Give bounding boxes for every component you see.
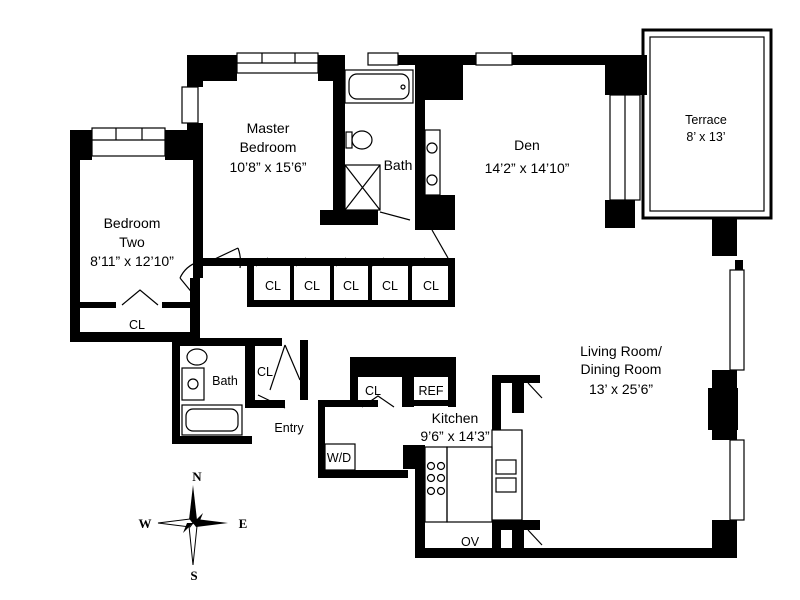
- closet-5: CL: [423, 279, 439, 293]
- washer-dryer-label: W/D: [327, 451, 351, 465]
- second-bath-label: Bath: [212, 374, 238, 388]
- compass-rose: N S E W: [139, 469, 248, 583]
- kitchen-size: 9’6” x 14’3”: [420, 428, 490, 444]
- master-bedroom-name-1: Master: [247, 120, 290, 136]
- den-name: Den: [514, 137, 540, 153]
- oven-label: OV: [461, 535, 480, 549]
- room-labels: Master Bedroom 10’8” x 15’6” Bedroom Two…: [90, 80, 727, 549]
- master-bath-label: Bath: [384, 157, 413, 173]
- fixtures: [181, 69, 523, 523]
- master-bedroom-name-2: Bedroom: [240, 139, 297, 155]
- terrace-size: 8’ x 13’: [686, 130, 725, 144]
- interior-walls: [78, 65, 540, 558]
- compass-n: N: [192, 469, 202, 484]
- closet-kitchen: CL: [365, 384, 381, 398]
- closet-den: CL: [429, 80, 445, 94]
- closet-4: CL: [382, 279, 398, 293]
- living-room-size: 13’ x 25’6”: [589, 381, 653, 397]
- exterior-walls: [70, 28, 773, 558]
- compass-s: S: [190, 568, 197, 583]
- closet-bedroom-two: CL: [129, 318, 145, 332]
- entry-label: Entry: [274, 421, 304, 435]
- closet-entry: CL: [257, 365, 273, 379]
- compass-w: W: [139, 516, 152, 531]
- closet-2: CL: [304, 279, 320, 293]
- ref-label: REF: [419, 384, 444, 398]
- bedroom-two-name-1: Bedroom: [104, 215, 161, 231]
- kitchen-name: Kitchen: [432, 410, 479, 426]
- closet-3: CL: [343, 279, 359, 293]
- bedroom-two-name-2: Two: [119, 234, 145, 250]
- windows: [91, 52, 745, 521]
- living-room-name-1: Living Room/: [580, 343, 662, 359]
- closet-1: CL: [265, 279, 281, 293]
- compass-e: E: [239, 516, 248, 531]
- bedroom-two-size: 8’11” x 12’10”: [90, 253, 174, 269]
- den-size: 14’2” x 14’10”: [485, 160, 570, 176]
- doors: [121, 69, 543, 546]
- living-room-name-2: Dining Room: [581, 361, 662, 377]
- master-bedroom-size: 10’8” x 15’6”: [229, 159, 306, 175]
- terrace-name: Terrace: [685, 113, 727, 127]
